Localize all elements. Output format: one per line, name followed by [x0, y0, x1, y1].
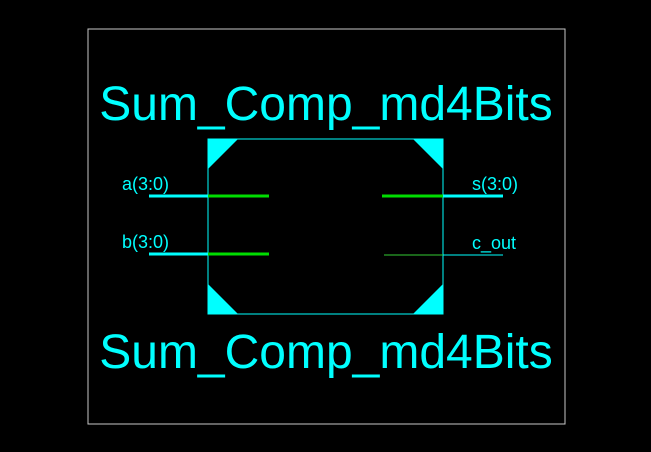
symbol-body[interactable]	[207, 138, 444, 315]
corner-marker-bottom-left	[208, 284, 238, 314]
pin-b-label: b(3:0)	[122, 232, 169, 252]
pin-c-out-label: c_out	[472, 233, 516, 254]
output-pin-s[interactable]: s(3:0)	[382, 174, 518, 198]
pin-s-label: s(3:0)	[472, 174, 518, 194]
corner-marker-top-left	[208, 139, 238, 169]
instance-name-label: Sum_Comp_md4Bits	[99, 78, 553, 131]
input-pin-a[interactable]: a(3:0)	[122, 174, 269, 198]
corner-marker-top-right	[413, 139, 443, 169]
sheet-frame	[87, 28, 566, 425]
pin-a-label: a(3:0)	[122, 174, 169, 194]
input-pin-b[interactable]: b(3:0)	[122, 232, 269, 256]
output-pin-c-out[interactable]: c_out	[384, 233, 516, 256]
corner-marker-bottom-right	[413, 284, 443, 314]
cell-name-label: Sum_Comp_md4Bits	[99, 326, 553, 379]
